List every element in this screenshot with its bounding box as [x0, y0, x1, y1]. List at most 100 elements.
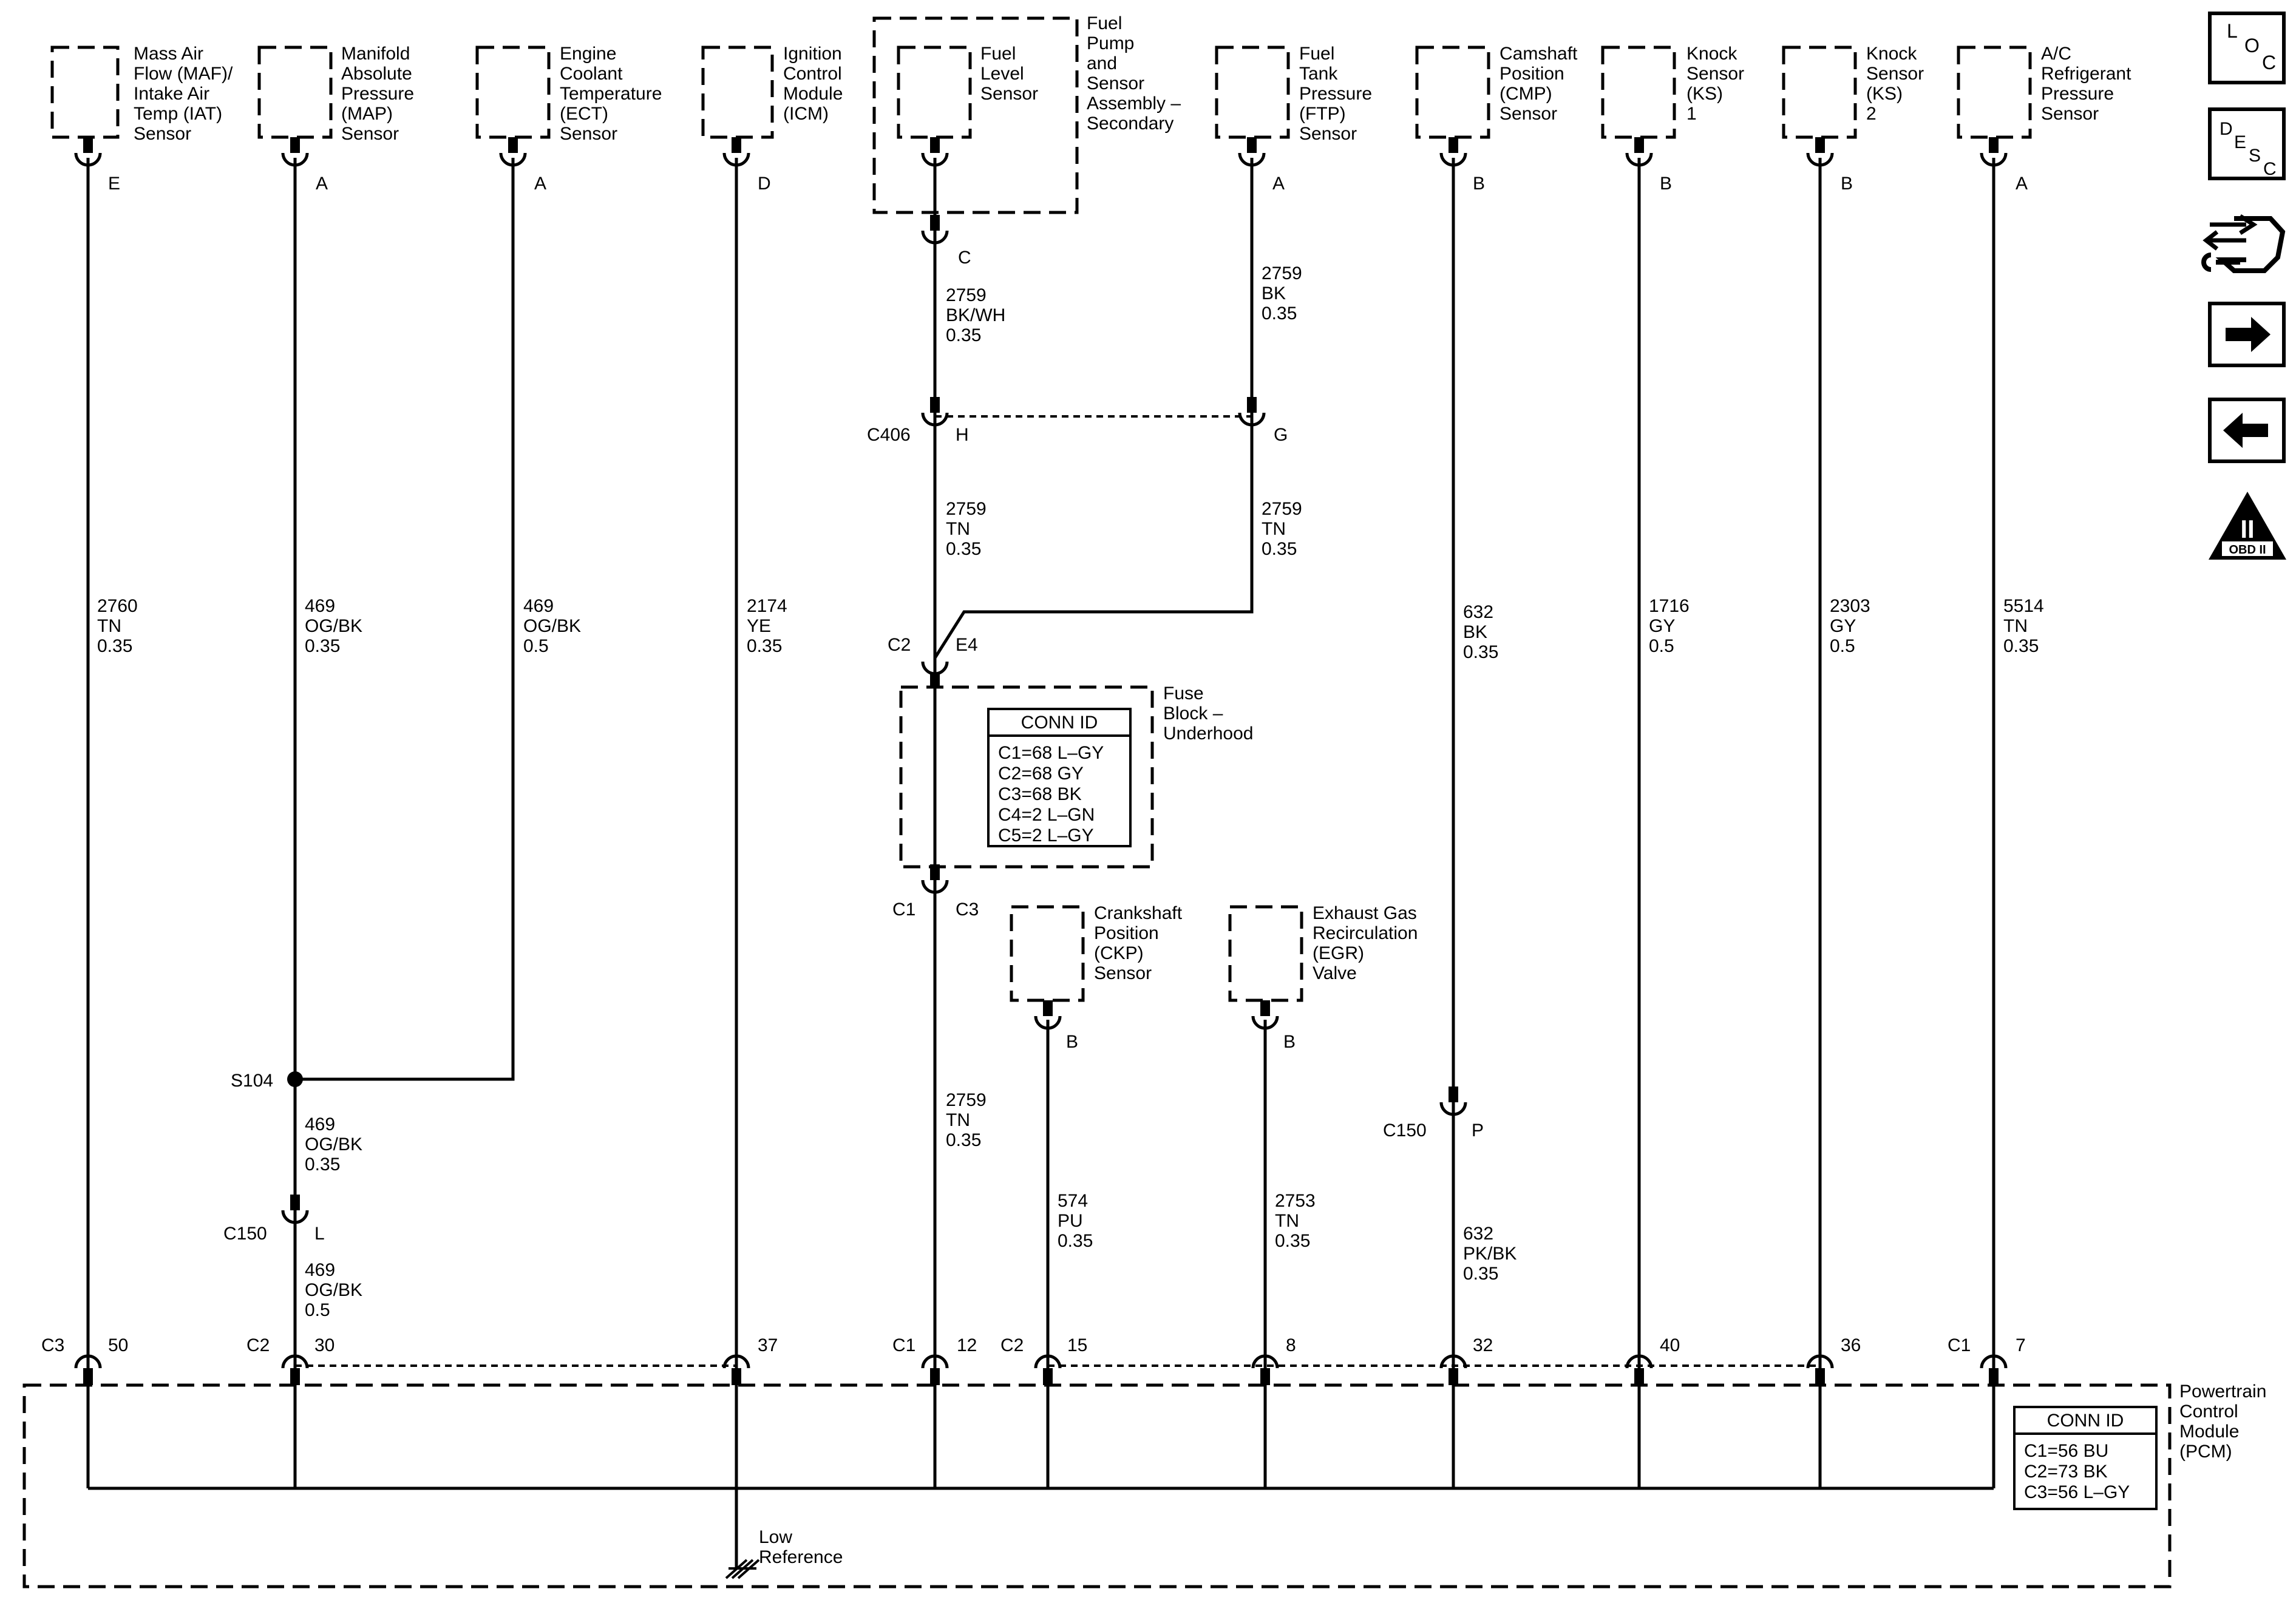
svg-text:A: A [2016, 174, 2028, 194]
svg-text:B: B [1066, 1032, 1078, 1052]
fuse-block-label: Fuse Block – Underhood [1163, 683, 1253, 744]
svg-text:L: L [314, 1224, 325, 1244]
svg-text:C2: C2 [246, 1335, 270, 1355]
map-sensor: Manifold Absolute Pressure (MAP) Sensor [257, 44, 419, 144]
connector-tool-icon[interactable] [2201, 214, 2286, 273]
svg-text:36: 36 [1841, 1335, 1861, 1355]
svg-text:37: 37 [758, 1335, 778, 1355]
svg-text:A: A [316, 174, 328, 194]
ckp-sensor: Crankshaft Position (CKP) Sensor [1010, 903, 1187, 1002]
arrow-left-icon [2223, 413, 2268, 448]
svg-text:C150: C150 [1383, 1120, 1427, 1141]
svg-text:C1: C1 [892, 1335, 915, 1355]
svg-text:B: B [1473, 174, 1485, 194]
svg-text:C2: C2 [1000, 1335, 1024, 1355]
svg-text:B: B [1660, 174, 1672, 194]
icm-module-label: Ignition Control Module (ICM) [783, 44, 848, 124]
svg-text:40: 40 [1660, 1335, 1680, 1355]
cmp-sensor-label: Camshaft Position (CMP) Sensor [1500, 44, 1583, 124]
svg-text:B: B [1841, 174, 1853, 194]
svg-text:C1: C1 [1948, 1335, 1971, 1355]
next-page-button[interactable] [2208, 302, 2286, 367]
arrow-right-icon [2226, 317, 2271, 352]
pcm-label: Powertrain Control Module (PCM) [2179, 1381, 2272, 1462]
obd-ii-button[interactable]: II OBD II [2209, 492, 2286, 560]
svg-text:D: D [758, 174, 771, 194]
ect-sensor-label: Engine Coolant Temperature (ECT) Sensor [560, 44, 667, 144]
svg-text:E: E [108, 174, 120, 194]
svg-text:C3: C3 [41, 1335, 64, 1355]
svg-text:50: 50 [108, 1335, 128, 1355]
loc-letter-o: O [2244, 35, 2260, 56]
svg-text:C3: C3 [956, 900, 979, 920]
connector-labels: C406 C2 C1 S104 C150 C150 C3 C2 C1 C2 C1 [41, 425, 1971, 1355]
conn-id-title: CONN ID [1021, 713, 1098, 733]
low-reference-label: Low Reference [759, 1527, 843, 1567]
svg-text:P: P [1472, 1120, 1484, 1141]
map-sensor-label: Manifold Absolute Pressure (MAP) Sensor [341, 44, 419, 144]
svg-text:A: A [534, 174, 546, 194]
svg-text:7: 7 [2016, 1335, 2026, 1355]
ks1-sensor-label: Knock Sensor (KS) 1 [1686, 44, 1749, 124]
svg-text:32: 32 [1473, 1335, 1493, 1355]
svg-text:A: A [1272, 174, 1285, 194]
loc-letter-l: L [2227, 20, 2238, 42]
icm-module: Ignition Control Module (ICM) [701, 44, 848, 139]
fuse-block-underhood: Fuse Block – Underhood CONN ID C1=68 L–G… [899, 683, 1253, 869]
ckp-sensor-label: Crankshaft Position (CKP) Sensor [1094, 903, 1187, 983]
fuel-level-sensor-label: Fuel Level Sensor [980, 44, 1038, 104]
egr-valve: Exhaust Gas Recirculation (EGR) Valve [1228, 903, 1423, 1002]
ground-symbol [725, 1559, 760, 1579]
previous-page-button[interactable] [2208, 398, 2286, 463]
desc-button[interactable]: D E S C [2208, 107, 2286, 180]
loc-letter-c: C [2262, 52, 2276, 73]
desc-letter-s: S [2249, 146, 2261, 166]
svg-text:C2: C2 [888, 635, 911, 655]
svg-text:C406: C406 [867, 425, 911, 445]
conn-id-table-pcm: CONN ID C1=56 BU C2=73 BK C3=56 L–GY [2013, 1406, 2158, 1510]
ftp-sensor: Fuel Tank Pressure (FTP) Sensor [1215, 44, 1372, 144]
fuel-pump-assembly: Fuel Level Sensor Fuel Pump and Sensor A… [872, 13, 1181, 214]
ks1-sensor: Knock Sensor (KS) 1 [1601, 44, 1749, 139]
svg-text:12: 12 [957, 1335, 977, 1355]
conn-id-rows: C1=56 BU C2=73 BK C3=56 L–GY [2024, 1441, 2130, 1502]
svg-text:30: 30 [314, 1335, 335, 1355]
svg-text:C: C [958, 248, 971, 268]
svg-text:8: 8 [1286, 1335, 1296, 1355]
loc-button[interactable]: L O C [2208, 12, 2286, 84]
ac-pressure-sensor-label: A/C Refrigerant Pressure Sensor [2041, 44, 2136, 124]
egr-valve-label: Exhaust Gas Recirculation (EGR) Valve [1313, 903, 1423, 983]
svg-text:B: B [1283, 1032, 1296, 1052]
svg-text:C1: C1 [892, 900, 915, 920]
desc-letter-c: C [2263, 159, 2277, 179]
ks2-sensor: Knock Sensor (KS) 2 [1782, 44, 1929, 139]
svg-text:G: G [1274, 425, 1288, 445]
pcm-module: Powertrain Control Module (PCM) CONN ID … [22, 1381, 2272, 1588]
svg-text:C150: C150 [223, 1224, 267, 1244]
svg-text:15: 15 [1067, 1335, 1087, 1355]
conn-id-rows: C1=68 L–GY C2=68 GY C3=68 BK C4=2 L–GN C… [998, 743, 1109, 846]
obd-text-label: OBD II [2229, 543, 2266, 557]
nav-icon-column: L O C D E S C II OBD II [2201, 12, 2286, 560]
ks2-sensor-label: Knock Sensor (KS) 2 [1866, 44, 1929, 124]
cmp-sensor: Camshaft Position (CMP) Sensor [1415, 44, 1583, 139]
svg-text:E4: E4 [956, 635, 978, 655]
obd-roman-label: II [2240, 515, 2254, 543]
maf-sensor: Mass Air Flow (MAF)/ Intake Air Temp (IA… [50, 44, 233, 144]
